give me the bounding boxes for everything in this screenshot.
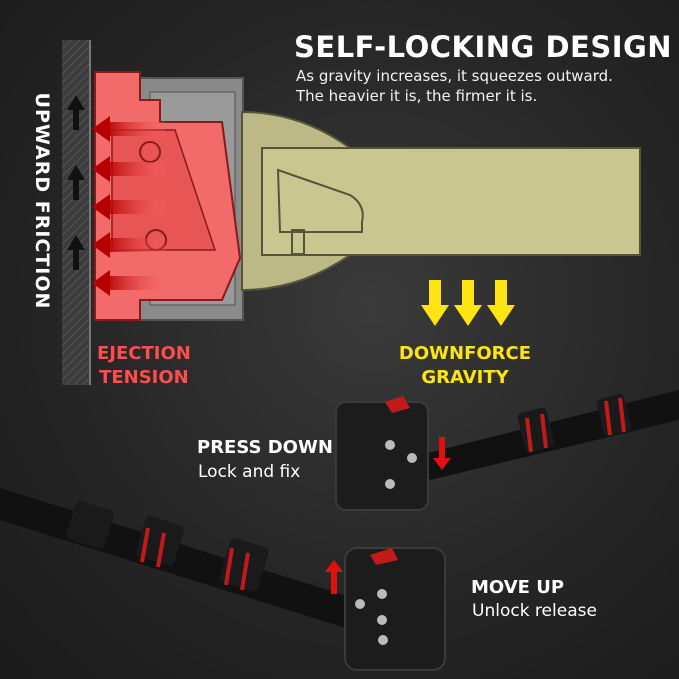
ejection-line-1: EJECTION [97, 343, 191, 364]
wall-section [62, 40, 91, 385]
upward-arrow-icon [67, 95, 85, 270]
downforce-gravity-label: DOWNFORCE GRAVITY [395, 342, 535, 390]
move-up-heading: MOVE UP [471, 577, 565, 598]
press-down-description: Lock and fix [198, 462, 301, 482]
subtitle-line-2: The heavier it is, the firmer it is. [296, 87, 538, 105]
upper-bar-product [335, 390, 679, 511]
page-title: SELF-LOCKING DESIGN [294, 30, 673, 64]
subtitle-line-1: As gravity increases, it squeezes outwar… [296, 67, 613, 85]
ejection-tension-label: EJECTION TENSION [97, 342, 191, 390]
move-up-description: Unlock release [472, 601, 597, 621]
downforce-line-2: GRAVITY [421, 367, 509, 388]
lock-arrow-up-icon [325, 560, 343, 594]
ejection-arrow-icon [92, 116, 165, 296]
press-down-heading: PRESS DOWN [197, 437, 333, 458]
subtitle: As gravity increases, it squeezes outwar… [296, 66, 613, 106]
downforce-arrow-icon [421, 280, 515, 326]
olive-bar [241, 110, 641, 292]
lower-bar-product [0, 488, 446, 671]
lock-arrow-down-icon [433, 437, 451, 470]
ejection-line-2: TENSION [99, 367, 189, 388]
downforce-line-1: DOWNFORCE [398, 343, 532, 364]
upward-friction-label: UPWARD FRICTION [31, 92, 53, 310]
